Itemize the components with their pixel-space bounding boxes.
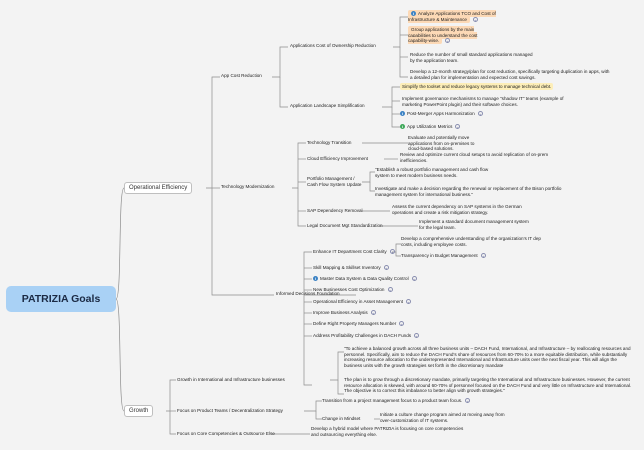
info-icon: i	[400, 124, 405, 130]
it-cost-detail-understanding[interactable]: Develop a comprehensive understanding of…	[401, 236, 541, 247]
node-app-cost-reduction[interactable]: App Cost Reduction	[221, 73, 262, 78]
tech-detail-legal[interactable]: Implement a standard document management…	[419, 219, 529, 230]
informed-item-dach-funds[interactable]: Address Profitability Challenges in DACH…	[313, 333, 420, 340]
tech-item-sap[interactable]: SAP Dependency Removal	[307, 208, 363, 213]
growth-detail-product-1[interactable]: Transition from a project management foc…	[322, 398, 471, 405]
info-icon: i	[313, 276, 318, 282]
tech-item-legal[interactable]: Legal Document Mgt Standardization	[307, 223, 383, 228]
node-landscape-simplification[interactable]: Application Landscape Simplification	[290, 103, 365, 108]
expand-icon[interactable]: +	[455, 124, 461, 131]
expand-icon[interactable]: +	[477, 111, 483, 118]
growth-detail-core[interactable]: Develop a hybrid model where PATRIZIA is…	[311, 426, 464, 437]
expand-icon[interactable]: +	[406, 299, 412, 306]
growth-detail-mindset[interactable]: Initiate a culture change program aimed …	[380, 412, 505, 423]
it-cost-detail-budget[interactable]: Transparency in Budget Management+	[401, 253, 486, 260]
tco-item-group[interactable]: Group applications by the main capabilit…	[408, 26, 498, 45]
node-applications-tco[interactable]: Applications Cost of Ownership Reduction	[290, 43, 376, 48]
tco-item-develop[interactable]: Develop a 12-month strategy/plan for cos…	[410, 69, 610, 80]
expand-icon[interactable]: +	[399, 321, 405, 328]
info-icon: i	[400, 111, 405, 117]
expand-icon[interactable]: +	[445, 38, 451, 45]
informed-item-it-cost[interactable]: Enhance IT Department Cost Clarity+	[313, 249, 395, 256]
informed-item-new-business[interactable]: New Businesses Cost Optimization+	[313, 287, 393, 294]
growth-detail-product-2[interactable]: Change in Mindset	[322, 416, 361, 421]
expand-icon[interactable]: +	[370, 310, 376, 317]
tech-item-cloud[interactable]: Cloud Efficiency Improvement	[307, 156, 368, 161]
growth-detail-international-1[interactable]: "To achieve a balanced growth across all…	[344, 346, 631, 368]
tech-item-portfolio[interactable]: Portfolio Management / Cash Flow System …	[307, 176, 362, 187]
tech-detail-portfolio-1[interactable]: "Establish a robust portfolio management…	[375, 167, 489, 178]
tech-detail-sap[interactable]: Assess the current dependency on SAP sys…	[392, 204, 522, 215]
expand-icon[interactable]: +	[480, 253, 486, 260]
tco-item-reduce[interactable]: Reduce the number of small standard appl…	[410, 52, 533, 63]
simplify-item-governance[interactable]: Implement governance mechanisms to manag…	[402, 96, 564, 107]
informed-item-property-managers[interactable]: Define Right Property Managers Number+	[313, 321, 405, 328]
simplify-item-toolset[interactable]: Simplify the toolset and reduce legacy s…	[400, 83, 554, 90]
expand-icon[interactable]: +	[387, 287, 393, 294]
growth-detail-international-2[interactable]: The plan is to grow through a discretion…	[344, 377, 632, 394]
expand-icon[interactable]: +	[414, 333, 420, 340]
branch-growth[interactable]: Growth	[124, 405, 154, 417]
expand-icon[interactable]: +	[383, 265, 389, 272]
expand-icon[interactable]: +	[389, 249, 395, 256]
branch-operational-efficiency[interactable]: Operational Efficiency	[124, 182, 193, 194]
informed-item-skill[interactable]: Skill Mapping & Skillset Inventory+	[313, 265, 389, 272]
node-informed-decisions[interactable]: Informed Decisions Foundation	[276, 291, 340, 296]
expand-icon[interactable]: +	[465, 398, 471, 405]
growth-item-product-teams[interactable]: Focus on Product Teams / Decentralizatio…	[177, 408, 283, 413]
tech-detail-portfolio-2[interactable]: Investigate and make a decision regardin…	[375, 186, 562, 197]
node-tech-modernization[interactable]: Technology Modernization	[221, 184, 275, 189]
info-icon: i	[411, 11, 416, 17]
tech-detail-transition[interactable]: Evaluate and potentially move applicatio…	[408, 135, 475, 152]
informed-item-asset-mgmt[interactable]: Operational Efficiency in Asset Manageme…	[313, 299, 412, 306]
expand-icon[interactable]: +	[472, 16, 478, 23]
simplify-item-label: Simplify the toolset and reduce legacy s…	[400, 83, 554, 90]
growth-item-core-competencies[interactable]: Focus on Core Competencies & Outsource E…	[177, 431, 275, 436]
tco-item-label: Group applications by the main capabilit…	[408, 26, 478, 45]
informed-item-business-analysis[interactable]: Improve Business Analysis+	[313, 310, 376, 317]
tech-item-transition[interactable]: Technology Transition	[307, 140, 352, 145]
expand-icon[interactable]: +	[411, 276, 417, 283]
tech-detail-cloud[interactable]: Review and optimize current cloud setups…	[400, 152, 549, 163]
growth-item-international[interactable]: Growth in International and Infrastructu…	[177, 377, 285, 382]
root-node[interactable]: PATRIZIA Goals	[6, 286, 116, 312]
